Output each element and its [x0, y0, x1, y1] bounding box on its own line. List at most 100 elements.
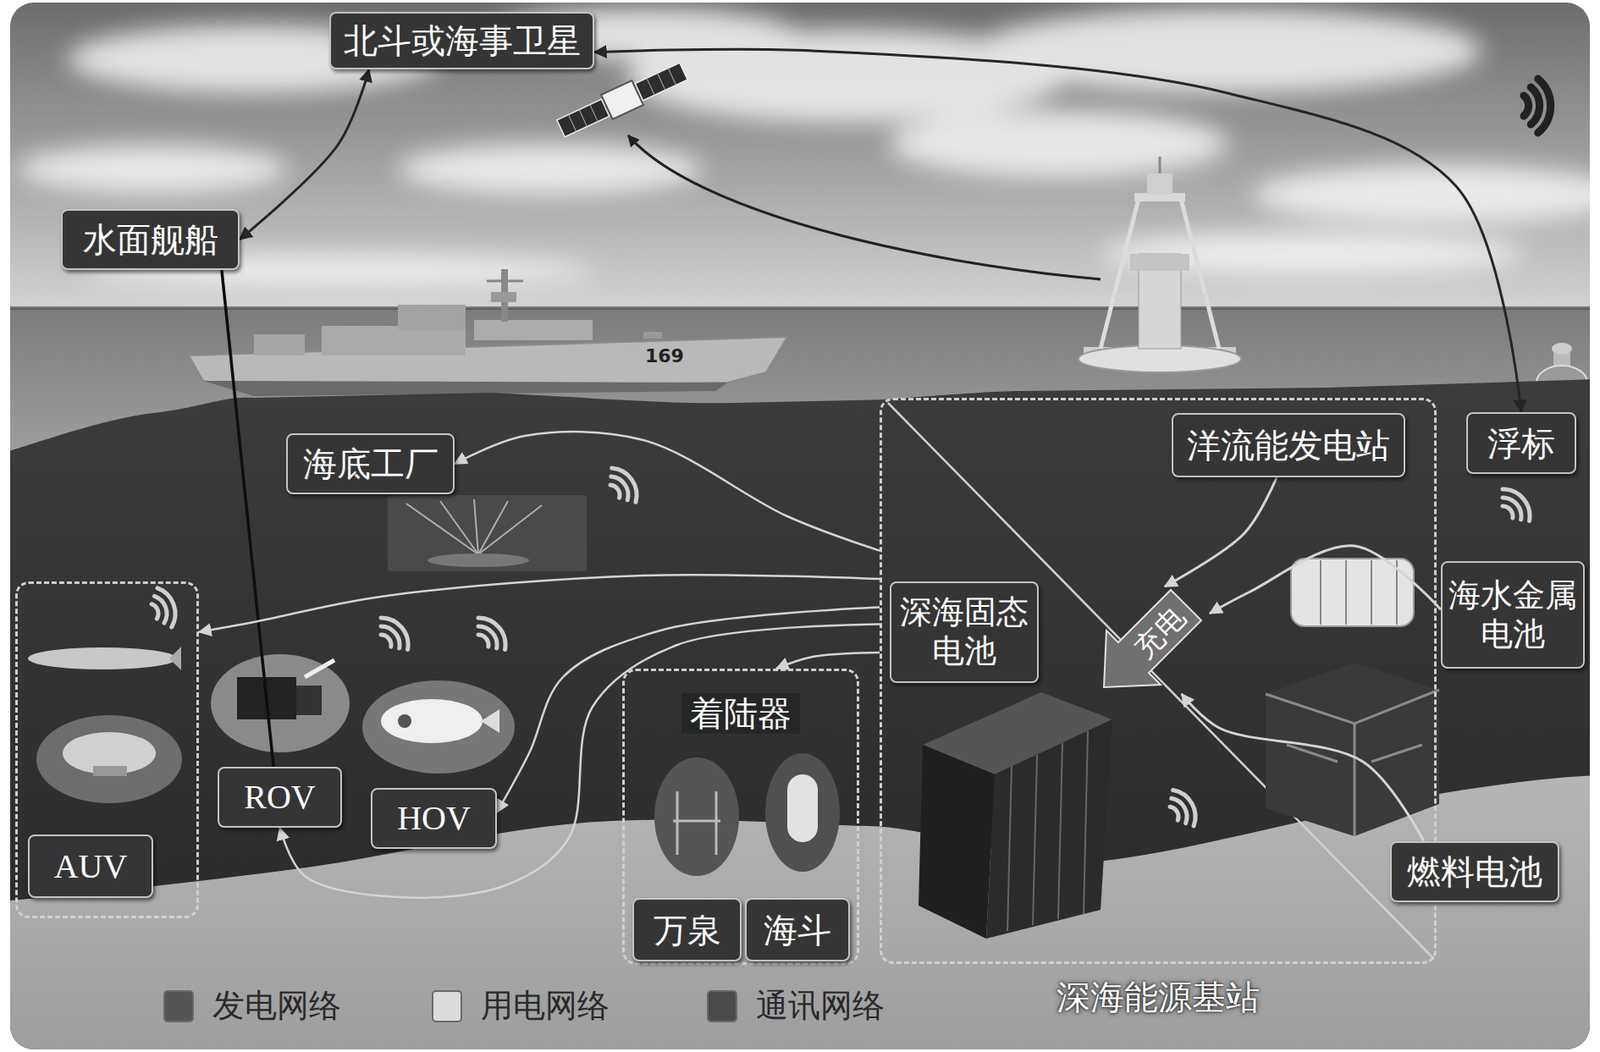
power-station-label: 洋流能发电站: [1171, 413, 1406, 478]
solid-battery-image: [1007, 731, 1088, 932]
charge-arrow-shape: [1103, 590, 1202, 688]
legend-item: 用电网络: [431, 987, 610, 1027]
solid-battery-image: [1007, 766, 1012, 932]
flow-arrow: [1164, 477, 1277, 587]
group-heading: 着陆器: [624, 693, 857, 734]
node-label-text: 海水金属 电池: [1445, 576, 1580, 654]
ship: [397, 304, 466, 331]
solid-battery-image: [1058, 743, 1063, 920]
fuel-cell-image: [1286, 744, 1338, 762]
factory-label: 海底工厂: [286, 433, 455, 495]
hov-image: [480, 709, 500, 734]
energy-station-group: 深海能源基站洋流能发电站深海固态 电池充电: [879, 397, 1437, 965]
fuel-cell-image: [1371, 744, 1423, 762]
fuel-cell-image: [1265, 689, 1440, 837]
fuel-cell-image: [1265, 662, 1440, 837]
node-label-text: 浮标: [1487, 423, 1556, 464]
metal-battery-image: [1345, 560, 1347, 625]
satellite: [601, 80, 644, 120]
wireless-signal: [469, 612, 513, 657]
cloud: [16, 145, 288, 194]
flow-arrow: [280, 624, 881, 899]
satellite: [568, 68, 676, 133]
node-label-text: 深海能源基站: [1056, 976, 1260, 1018]
node-label-text: 水面舰船: [82, 219, 219, 260]
uplink-arrow: [628, 135, 1101, 280]
node-label-text: 着陆器: [681, 693, 800, 734]
ship: [486, 280, 524, 283]
cloud: [973, 8, 1482, 94]
satellite: [657, 72, 666, 90]
satellite: [557, 99, 610, 137]
ship: [321, 325, 466, 356]
hull-number-slot: 169: [645, 345, 685, 367]
auv-image: [169, 646, 182, 671]
group-heading: AUV: [27, 834, 154, 899]
lander-image: [787, 774, 818, 843]
flow-arrow: [239, 69, 370, 240]
seabed-factory: [406, 503, 479, 555]
satellite: [579, 110, 587, 127]
lander-image: [673, 791, 721, 856]
ship: [474, 320, 593, 341]
rov-image: [210, 654, 350, 753]
scene: [10, 2, 1590, 1050]
floating-platform: [1130, 253, 1190, 271]
flow-arrow: [1181, 694, 1424, 842]
legend-swatch: [431, 990, 463, 1023]
metal-battery-image: [1320, 560, 1397, 625]
rov-image: [304, 660, 335, 678]
seabed-factory: [478, 501, 508, 555]
seabed-factory: [387, 495, 587, 572]
hov-image: [397, 714, 412, 729]
charge-arrow: 充电: [1097, 586, 1210, 695]
flow-arrow: [496, 607, 880, 813]
seabed-factory: [406, 499, 542, 555]
lander-group: 着陆器万泉海斗: [622, 668, 860, 966]
hov-image: [362, 680, 515, 774]
floating-platform: [1078, 345, 1242, 373]
wireless-signal: [147, 463, 1537, 833]
lander-label: 海斗: [744, 898, 850, 962]
auv-image: [93, 766, 127, 777]
horizon: [10, 308, 1590, 310]
buoy-label: 浮标: [1466, 412, 1577, 475]
flow-arrow: [1209, 546, 1441, 614]
legend-text: 发电网络: [212, 987, 342, 1027]
seabed-factory: [427, 553, 530, 568]
wireless-signal: [1523, 78, 1551, 133]
flow-arrow: [198, 574, 880, 632]
satellite: [667, 68, 676, 86]
flow-arrow: [454, 431, 880, 552]
ship: [491, 292, 517, 303]
group-heading: 深海能源基站: [882, 976, 1435, 1018]
satellite: [646, 77, 655, 95]
cloud: [888, 110, 1228, 178]
auv-image: [27, 647, 177, 670]
satellite-label: 北斗或海事卫星: [329, 11, 595, 70]
lander-image: [715, 791, 718, 856]
ship-label: 水面舰船: [60, 209, 240, 271]
satellite: [568, 115, 576, 133]
flow-arrow: [776, 652, 880, 669]
connector-group: [198, 49, 1522, 898]
floating-platform: [1180, 198, 1220, 349]
node-label-text: 深海固态 电池: [894, 593, 1034, 671]
legend-item: 通讯网络: [706, 987, 885, 1027]
wireless-signal: [147, 584, 182, 631]
flow-arrow: [594, 49, 1522, 413]
satellite: [590, 104, 598, 122]
buoy: [1551, 342, 1573, 355]
node-label-text: AUV: [54, 846, 128, 888]
auv-image: [36, 715, 183, 804]
solid-battery-image: [918, 692, 1113, 939]
ship: [253, 334, 305, 356]
deep-water: [10, 379, 1590, 1050]
cloud: [1100, 232, 1524, 276]
ship: [188, 269, 788, 397]
auv-image: [27, 646, 183, 804]
